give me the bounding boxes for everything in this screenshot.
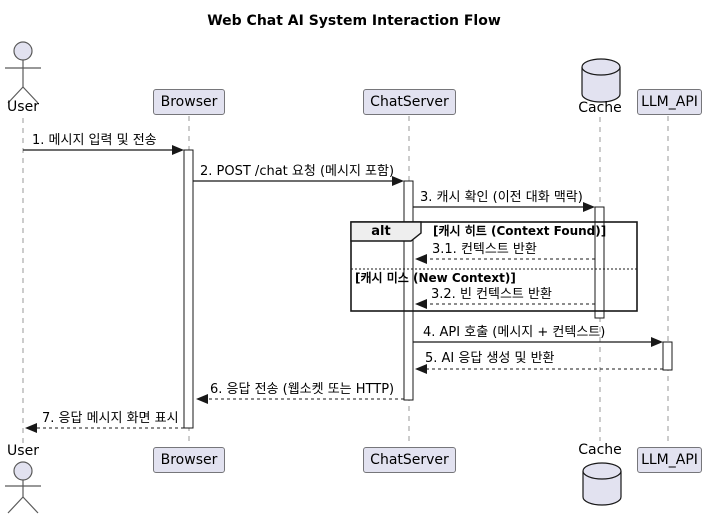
activation-chatserver — [403, 180, 414, 401]
message-1-label: 1. 메시지 입력 및 전송 — [32, 133, 157, 148]
solid-arrowheads — [172, 145, 663, 347]
message-6-label: 6. 응답 전송 (웹소켓 또는 HTTP) — [210, 382, 395, 397]
message-5-label: 5. AI 응답 생성 및 반환 — [425, 351, 555, 366]
message-3-2-label: 3.2. 빈 컨텍스트 반환 — [431, 287, 552, 302]
diagram-title: Web Chat AI System Interaction Flow — [207, 13, 501, 29]
actor-user-top-icon — [5, 41, 41, 104]
message-1-arrowhead — [172, 145, 184, 155]
message-4-label: 4. API 호출 (메시지 + 컨텍스트) — [423, 325, 606, 340]
participant-label-llm-api-bottom: LLM_API — [641, 452, 698, 468]
alt-condition-hit-label: [캐시 히트 (Context Found)] — [433, 224, 607, 238]
alt-condition-miss-label: [캐시 미스 (New Context)] — [355, 271, 516, 285]
participant-box-chatserver-top: ChatServer — [363, 89, 456, 115]
alt-header-pentagon — [350, 221, 422, 242]
participant-label-browser-top: Browser — [160, 94, 218, 110]
participant-box-browser-bottom: Browser — [153, 447, 225, 473]
message-3-label: 3. 캐시 확인 (이전 대화 맥락) — [420, 190, 583, 205]
alt-frame — [350, 221, 638, 312]
activation-llm-api — [662, 341, 673, 371]
database-cylinder-bottom-icon — [582, 462, 622, 506]
message-3-1-arrowhead — [415, 254, 427, 264]
message-7-label: 7. 응답 메시지 화면 표시 — [42, 411, 179, 426]
message-3-1-label: 3.1. 컨텍스트 반환 — [432, 242, 537, 257]
actor-user-bottom-icon — [5, 461, 41, 514]
message-2-label: 2. POST /chat 요청 (메시지 포함) — [200, 164, 395, 179]
message-7-arrowhead — [25, 423, 37, 433]
solid-arrows — [23, 149, 661, 343]
database-cylinder-top-icon — [581, 58, 621, 103]
participant-box-llm-api-top: LLM_API — [637, 89, 702, 115]
message-2-arrowhead — [392, 176, 404, 186]
participant-label-user-top: User — [7, 99, 39, 115]
participant-label-user-bottom: User — [7, 443, 39, 459]
participant-label-cache-top: Cache — [578, 100, 622, 116]
message-6-arrowhead — [196, 394, 208, 404]
dashed-arrows — [27, 258, 663, 429]
participant-label-chatserver-bottom: ChatServer — [370, 452, 449, 468]
activation-browser — [183, 149, 194, 429]
participant-box-browser-top: Browser — [153, 89, 225, 115]
participant-label-llm-api-top: LLM_API — [641, 94, 698, 110]
dashed-arrowheads — [25, 254, 427, 433]
message-3-arrowhead — [583, 202, 595, 212]
participant-label-browser-bottom: Browser — [160, 452, 218, 468]
message-3-2-arrowhead — [415, 299, 427, 309]
participant-box-chatserver-bottom: ChatServer — [363, 447, 456, 473]
activation-bars — [183, 149, 673, 429]
activation-cache — [594, 206, 605, 319]
participant-box-llm-api-bottom: LLM_API — [637, 447, 702, 473]
alt-fragment — [350, 221, 638, 312]
participant-label-chatserver-top: ChatServer — [370, 94, 449, 110]
alt-keyword-label: alt — [371, 224, 391, 239]
message-4-arrowhead — [651, 337, 663, 347]
message-5-arrowhead — [415, 364, 427, 374]
participant-label-cache-bottom: Cache — [578, 442, 622, 458]
